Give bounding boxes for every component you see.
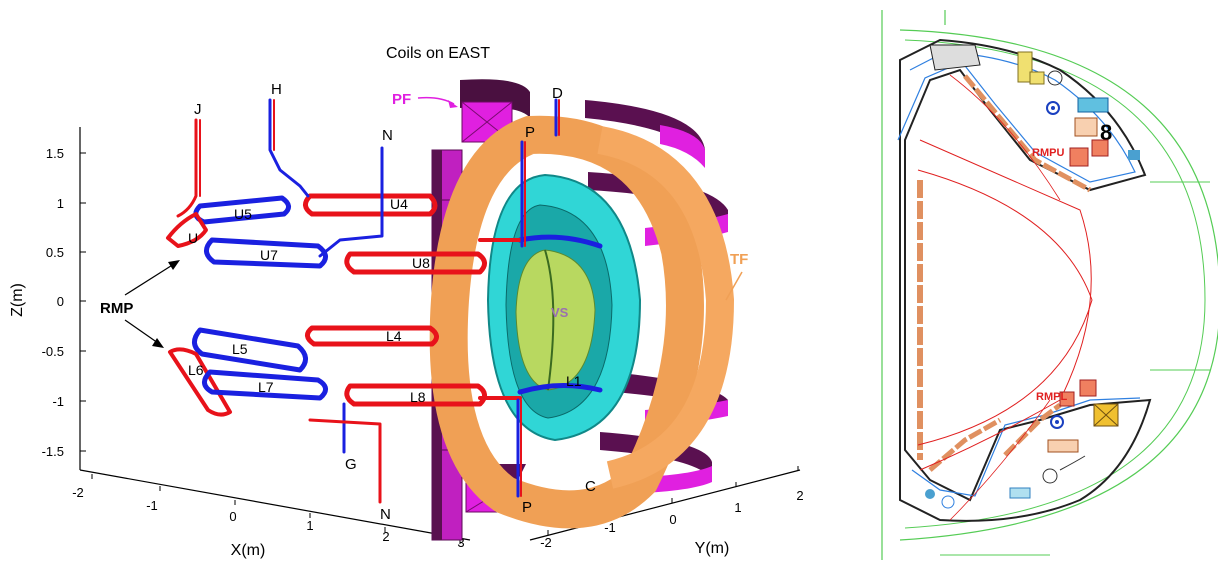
label-pf: PF: [392, 91, 411, 108]
label-rmpu: RMPU: [1032, 147, 1064, 159]
x-tick-label: 3: [457, 535, 464, 550]
label-l5: L5: [232, 341, 248, 357]
z-tick-label: -1.5: [42, 444, 64, 459]
label-l6: L6: [188, 362, 204, 378]
top-port: [929, 44, 981, 71]
z-axis-ticks: 1.5 1 0.5 0 -0.5 -1 -1.5: [42, 146, 86, 459]
rmp-coil-l7: [202, 369, 328, 401]
rmp-coil-u7: [204, 237, 328, 269]
y-axis: -2 -1 0 1 2 Y(m): [529, 466, 804, 557]
label-u6: U: [188, 230, 198, 246]
label-u5: U5: [234, 206, 252, 222]
z-tick-label: 1.5: [46, 146, 64, 161]
pf-coil-top: [460, 79, 530, 143]
y-tick-label: -2: [540, 535, 552, 550]
lead-n-top: [318, 146, 384, 258]
x-tick-label: 0: [229, 509, 236, 524]
x-tick-label: 1: [306, 518, 313, 533]
upper-coil-symbol: 8: [1100, 120, 1112, 145]
x-axis: -2 -1 0 1 2 3 X(m): [72, 469, 471, 559]
y-axis-line: [529, 469, 801, 541]
separatrix: [919, 139, 1092, 471]
label-u4: U4: [390, 196, 408, 212]
lower-components: RMPL: [1036, 379, 1119, 484]
label-l1: L1: [566, 373, 582, 389]
label-rmpl: RMPL: [1036, 391, 1067, 403]
rmp-coil-invessel-upper: [517, 234, 603, 249]
y-tick-label: -1: [604, 520, 616, 535]
x-tick-label: -1: [146, 498, 158, 513]
x-tick-label: 2: [382, 529, 389, 544]
rmp-arrow-lower: [124, 319, 159, 344]
rmp-coil-l8: [344, 383, 487, 407]
y-tick-label: 2: [796, 488, 803, 503]
lead-h: [268, 98, 310, 198]
z-tick-label: -0.5: [42, 344, 64, 359]
label-vs: VS: [551, 305, 569, 320]
label-rmp: RMP: [100, 300, 133, 317]
rmp-coil-invessel-lower: [517, 383, 603, 395]
label-u7: U7: [260, 247, 278, 263]
label-lead-d: D: [552, 85, 563, 102]
label-lead-g: G: [345, 456, 357, 473]
z-tick-label: 0: [57, 294, 64, 309]
x-axis-line: [79, 469, 471, 541]
label-lead-n-bottom: N: [380, 506, 391, 523]
z-tick-label: 0.5: [46, 245, 64, 260]
x-tick-label: -2: [72, 485, 84, 500]
rmp-coil-l4: [305, 325, 439, 347]
y-axis-label: Y(m): [695, 540, 730, 557]
outer-wall: [899, 29, 1218, 541]
lead-j: [176, 118, 198, 218]
x-axis-label: X(m): [231, 542, 266, 559]
label-tf: TF: [730, 251, 748, 268]
rmp-arrow-upper: [124, 263, 175, 296]
label-lead-p-top: P: [525, 124, 535, 141]
vessel-wall: [899, 38, 1152, 522]
label-l7: L7: [258, 379, 274, 395]
label-l4: L4: [386, 328, 402, 344]
label-lead-h: H: [271, 81, 282, 98]
z-axis: 1.5 1 0.5 0 -0.5 -1 -1.5 Z(m): [9, 127, 86, 470]
rmp-coil-u8: [344, 251, 487, 275]
rmp-coils: [166, 98, 603, 504]
label-lead-j: J: [194, 101, 202, 118]
rmp-coil-u6: [166, 212, 208, 248]
label-l8: L8: [410, 389, 426, 405]
label-lead-c: C: [585, 478, 596, 495]
z-axis-label: Z(m): [9, 283, 26, 317]
lead-n-bottom: [308, 418, 382, 504]
cross-section-view: 8 RMPU RMPL: [881, 10, 1218, 560]
rmp-coil-l6: [168, 347, 232, 417]
coil-diagram-3d: Coils on EAST 1.5 1 0.5 0 -0.5 -1 -1.5 Z…: [9, 45, 804, 559]
rmp-coil-l5: [192, 327, 308, 373]
label-u8: U8: [412, 255, 430, 271]
y-tick-label: 0: [669, 512, 676, 527]
z-tick-label: 1: [57, 196, 64, 211]
label-lead-n-top: N: [382, 127, 393, 144]
diagram-title: Coils on EAST: [386, 45, 490, 62]
z-tick-label: -1: [52, 394, 64, 409]
rmp-coil-u4: [303, 193, 438, 217]
tf-coils: [429, 115, 735, 529]
tf-arrow: [725, 271, 743, 301]
y-tick-label: 1: [734, 500, 741, 515]
rmp-annotation: RMP: [100, 260, 180, 348]
upper-components: 8 RMPU: [1017, 51, 1140, 167]
label-lead-p-bottom: P: [522, 499, 532, 516]
